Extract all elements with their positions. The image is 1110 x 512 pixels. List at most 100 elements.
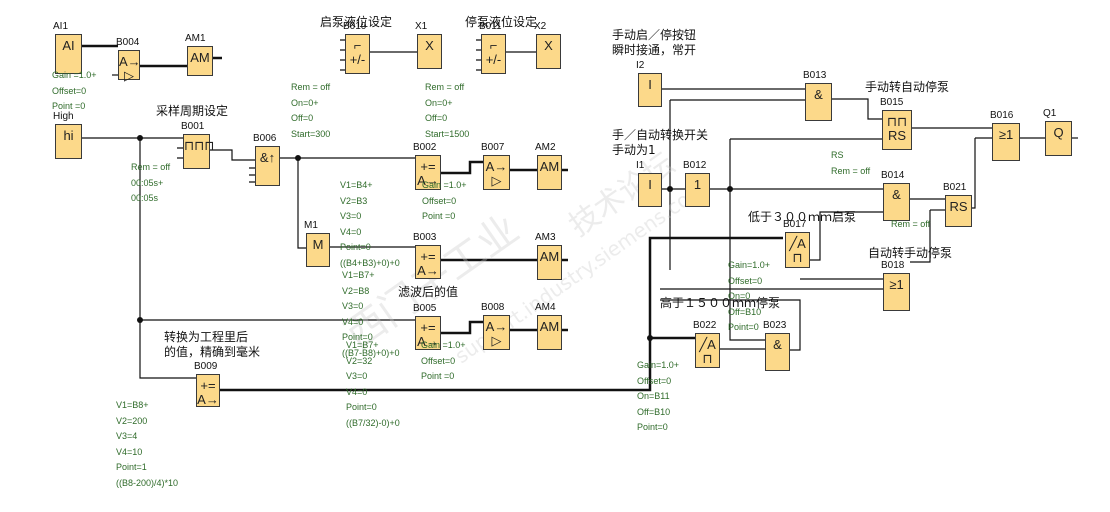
wire bbox=[441, 320, 483, 335]
block-am4[interactable]: AM bbox=[537, 315, 562, 350]
block-b001[interactable]: ⊓⊓⊓ bbox=[183, 134, 214, 169]
block-label-b010: B010 bbox=[343, 21, 367, 32]
block-b014[interactable]: & bbox=[883, 183, 910, 221]
block-b021[interactable]: RS bbox=[945, 195, 972, 227]
block-symbol-icon: AM bbox=[539, 249, 560, 264]
block-b013[interactable]: & bbox=[805, 83, 832, 121]
block-label-b003: B003 bbox=[413, 232, 437, 243]
block-symbol-icon: ≥1 bbox=[889, 277, 904, 292]
block-label-x2: X2 bbox=[534, 21, 547, 32]
block-b005[interactable]: += A→ bbox=[415, 316, 441, 350]
note-sample-period: 采样周期设定 bbox=[156, 104, 229, 118]
block-b010[interactable]: ⌐ +/- bbox=[345, 34, 370, 74]
block-b016[interactable]: ≥1 bbox=[992, 123, 1020, 161]
block-symbol-icon: A→ ▷ bbox=[485, 159, 508, 188]
block-i1[interactable]: I bbox=[638, 173, 662, 207]
wire bbox=[139, 138, 196, 379]
block-symbol-icon: X bbox=[425, 38, 434, 53]
block-high[interactable]: hi bbox=[55, 124, 82, 159]
note-start-level: 启泵液位设定 bbox=[320, 15, 393, 29]
note-manual-button: 手动启／停按钮 瞬时接通，常开 bbox=[612, 28, 697, 57]
block-label-m1: M1 bbox=[304, 220, 318, 231]
junction-dot bbox=[727, 186, 733, 192]
junction-dot bbox=[137, 317, 143, 323]
block-symbol-icon: I bbox=[648, 77, 652, 92]
block-b002[interactable]: += A→ bbox=[415, 155, 441, 190]
junction-dot bbox=[647, 335, 653, 341]
block-b004[interactable]: A→ ▷ bbox=[118, 50, 141, 83]
block-symbol-icon: RS bbox=[949, 199, 968, 214]
block-am2[interactable]: AM bbox=[537, 155, 562, 190]
block-label-b014: B014 bbox=[881, 170, 905, 181]
block-symbol-icon: ≥1 bbox=[998, 127, 1014, 142]
wire bbox=[972, 138, 976, 209]
block-label-b008: B008 bbox=[481, 302, 505, 313]
block-b009[interactable]: += A→ bbox=[196, 374, 220, 407]
wire bbox=[832, 98, 882, 120]
block-symbol-icon: X bbox=[544, 38, 553, 53]
block-symbol-icon: & bbox=[814, 87, 823, 102]
block-symbol-icon: Q bbox=[1053, 125, 1064, 140]
wire bbox=[297, 158, 306, 249]
block-symbol-icon: A→ ▷ bbox=[119, 54, 141, 83]
block-ai1[interactable]: AI bbox=[55, 34, 82, 74]
block-symbol-icon: A→ ▷ bbox=[485, 319, 508, 348]
wire bbox=[210, 149, 255, 161]
block-label-b004: B004 bbox=[116, 37, 140, 48]
block-label-b016: B016 bbox=[990, 110, 1014, 121]
block-label-x1: X1 bbox=[415, 21, 428, 32]
block-b017[interactable]: ╱A ⊓ bbox=[785, 232, 810, 268]
params-B010: Rem = off On=0+ Off=0 Start=300 bbox=[291, 82, 331, 139]
params-B022: Gain=1.0+ Offset=0 On=B11 Off=B10 Point=… bbox=[637, 360, 680, 432]
note-manual-to-auto: 手动转自动停泵 bbox=[865, 80, 950, 94]
block-label-b011: B011 bbox=[479, 21, 502, 32]
block-i2[interactable]: I bbox=[638, 73, 662, 107]
block-label-b021: B021 bbox=[943, 182, 967, 193]
block-x2[interactable]: X bbox=[536, 34, 561, 69]
block-symbol-icon: I bbox=[648, 177, 652, 192]
block-symbol-icon: hi bbox=[63, 128, 74, 143]
block-label-q1: Q1 bbox=[1043, 108, 1057, 119]
params-B005: V1=B7+ V2=32 V3=0 V4=0 Point=0 ((B7/32)-… bbox=[346, 340, 400, 428]
block-symbol-icon: AM bbox=[539, 319, 560, 334]
block-q1[interactable]: Q bbox=[1045, 121, 1072, 156]
block-symbol-icon: += A→ bbox=[417, 249, 439, 278]
block-b011[interactable]: ⌐ +/- bbox=[481, 34, 506, 74]
wire bbox=[910, 210, 931, 263]
note-mode-switch: 手／自动转换开关 手动为1 bbox=[612, 128, 709, 157]
block-b015[interactable]: ⊓⊓ RS bbox=[882, 110, 912, 150]
note-filtered-value: 滤波后的值 bbox=[398, 285, 459, 299]
block-symbol-icon: AM bbox=[190, 50, 210, 65]
block-b023[interactable]: & bbox=[765, 333, 790, 371]
block-symbol-icon: ╱A ⊓ bbox=[789, 236, 806, 265]
note-auto-to-manual: 自动转手动停泵 bbox=[868, 246, 953, 260]
block-label-b015: B015 bbox=[880, 97, 904, 108]
block-b022[interactable]: ╱A ⊓ bbox=[695, 333, 720, 368]
block-symbol-icon: ⊓⊓ RS bbox=[886, 114, 908, 143]
block-b018[interactable]: ≥1 bbox=[883, 273, 910, 311]
block-x1[interactable]: X bbox=[417, 34, 442, 69]
params-B017: Gain=1.0+ Offset=0 On=0 Off=B10 Point=0 bbox=[728, 260, 771, 332]
block-symbol-icon: & bbox=[773, 337, 782, 352]
block-b012[interactable]: 1 bbox=[685, 173, 710, 207]
block-b007[interactable]: A→ ▷ bbox=[483, 155, 510, 190]
params-B015: RS Rem = off bbox=[831, 150, 871, 176]
block-label-b018: B018 bbox=[881, 260, 905, 271]
params-B002: V1=B4+ V2=B3 V3=0 V4=0 Point=0 ((B4+B3)+… bbox=[340, 180, 400, 268]
params-B007: Gain =1.0+ Offset=0 Point =0 bbox=[422, 180, 467, 221]
block-b006[interactable]: &↑ bbox=[255, 146, 280, 186]
block-label-b017: B017 bbox=[783, 219, 807, 230]
block-label-am3: AM3 bbox=[535, 232, 556, 243]
wire bbox=[340, 39, 345, 71]
note-low-300: 低于３００ｍｍ启泵 bbox=[748, 210, 857, 224]
junction-dot bbox=[137, 135, 143, 141]
block-label-b005: B005 bbox=[413, 303, 437, 314]
block-b008[interactable]: A→ ▷ bbox=[483, 315, 510, 350]
wire bbox=[249, 167, 255, 183]
note-convert-units: 转换为工程里后 的值，精确到毫米 bbox=[164, 330, 261, 359]
block-b003[interactable]: += A→ bbox=[415, 245, 441, 279]
block-m1[interactable]: M bbox=[306, 233, 330, 267]
block-am1[interactable]: AM bbox=[187, 46, 213, 76]
block-am3[interactable]: AM bbox=[537, 245, 562, 280]
wire bbox=[810, 211, 883, 261]
